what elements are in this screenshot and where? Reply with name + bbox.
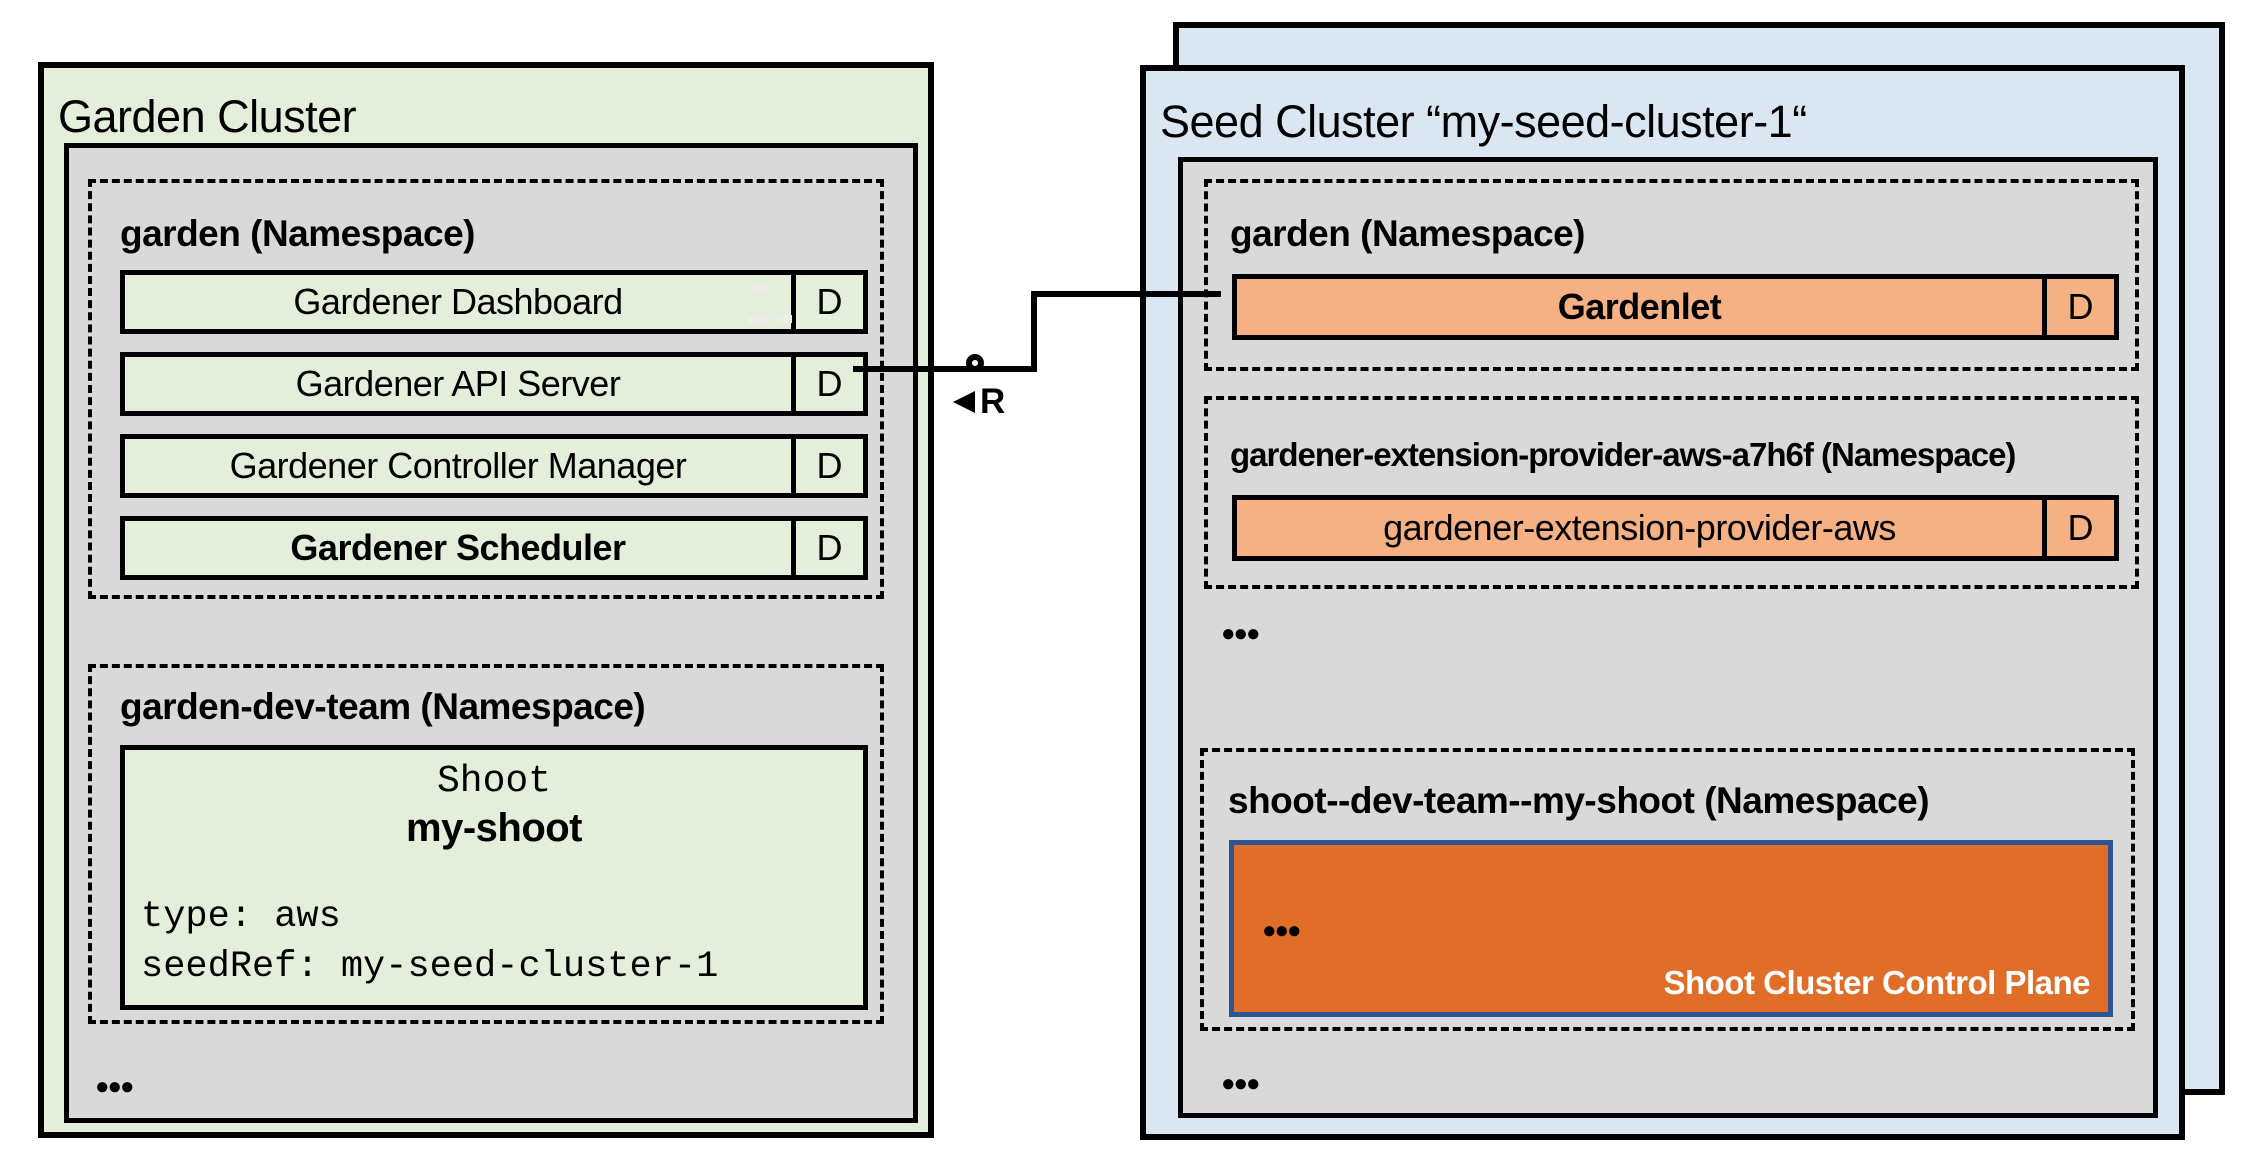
workload-row-gardener-controller-manager: Gardener Controller Manager D <box>120 434 868 498</box>
more-namespaces-indicator: ●●● <box>1221 1070 1260 1097</box>
workload-row-gardener-api-server: Gardener API Server D <box>120 352 868 416</box>
namespace-label: gardener-extension-provider-aws-a7h6f (N… <box>1230 436 2016 473</box>
dev-team-namespace-box: garden-dev-team (Namespace) Shoot my-sho… <box>88 664 884 1024</box>
workload-row-gardener-dashboard: Gardener Dashboard D <box>120 270 868 334</box>
garden-cluster-title: Garden Cluster <box>58 91 357 142</box>
more-namespaces-indicator: ●●● <box>1221 620 1260 647</box>
deployment-badge: D <box>2042 500 2114 556</box>
seed-extension-namespace-box: gardener-extension-provider-aws-a7h6f (N… <box>1204 396 2139 589</box>
namespace-label: shoot--dev-team--my-shoot (Namespace) <box>1228 780 1930 821</box>
workload-name: Gardener Controller Manager <box>229 445 687 486</box>
connector-line-vertical <box>1031 291 1037 372</box>
seed-cluster-panel: garden (Namespace) Gardenlet D gardener-… <box>1178 157 2158 1118</box>
seed-shoot-namespace-box: shoot--dev-team--my-shoot (Namespace) ●●… <box>1200 748 2135 1031</box>
control-plane-label: Shoot Cluster Control Plane <box>1663 964 2090 1001</box>
deployment-badge: D <box>791 439 863 493</box>
shoot-resource-name: my-shoot <box>406 806 583 850</box>
garden-cluster-panel: garden (Namespace) Gardener Dashboard D … <box>64 143 918 1123</box>
reconcile-direction-arrow-icon <box>953 391 975 413</box>
seed-cluster-box: Seed Cluster “my-seed-cluster-1“ garden … <box>1140 65 2185 1140</box>
garden-namespace-box: garden (Namespace) Gardener Dashboard D … <box>88 179 884 599</box>
seed-garden-namespace-box: garden (Namespace) Gardenlet D <box>1204 179 2139 371</box>
shoot-control-plane-box: ●●● Shoot Cluster Control Plane <box>1229 840 2113 1017</box>
workload-name: Gardener Scheduler <box>290 527 626 568</box>
shoot-spec-seedref: seedRef: my-seed-cluster-1 <box>141 946 719 988</box>
deployment-badge: D <box>791 521 863 575</box>
shoot-resource-box: Shoot my-shoot type: aws seedRef: my-see… <box>120 745 868 1010</box>
render-artifact <box>750 284 770 291</box>
reconcile-label: R <box>980 382 1006 421</box>
render-artifact <box>747 317 767 325</box>
namespace-label: garden (Namespace) <box>120 213 475 254</box>
namespace-label: garden-dev-team (Namespace) <box>120 686 646 727</box>
workload-row-gardenlet: Gardenlet D <box>1232 274 2119 340</box>
deployment-badge: D <box>791 357 863 411</box>
deployment-badge: D <box>2042 279 2114 335</box>
workload-name: gardener-extension-provider-aws <box>1383 507 1896 548</box>
shoot-spec-type: type: aws <box>141 896 341 938</box>
connector-line-horizontal-lower <box>853 366 1037 372</box>
namespace-label: garden (Namespace) <box>1230 213 1585 254</box>
shoot-resource-kind: Shoot <box>436 760 552 803</box>
api-interface-circle <box>966 354 984 372</box>
more-namespaces-indicator: ●●● <box>95 1073 134 1100</box>
workload-name: Gardener Dashboard <box>293 281 623 322</box>
seed-cluster-title: Seed Cluster “my-seed-cluster-1“ <box>1160 96 1807 147</box>
workload-row-gardener-scheduler: Gardener Scheduler D <box>120 516 868 580</box>
connector-line-horizontal-upper <box>1031 291 1221 297</box>
deployment-badge: D <box>791 275 863 329</box>
workload-row-extension-provider: gardener-extension-provider-aws D <box>1232 495 2119 561</box>
render-artifact <box>775 315 792 323</box>
workload-name: Gardener API Server <box>295 363 621 404</box>
workload-name: Gardenlet <box>1557 286 1722 327</box>
garden-cluster-box: Garden Cluster garden (Namespace) Garden… <box>38 62 934 1138</box>
more-components-indicator: ●●● <box>1262 917 1301 944</box>
